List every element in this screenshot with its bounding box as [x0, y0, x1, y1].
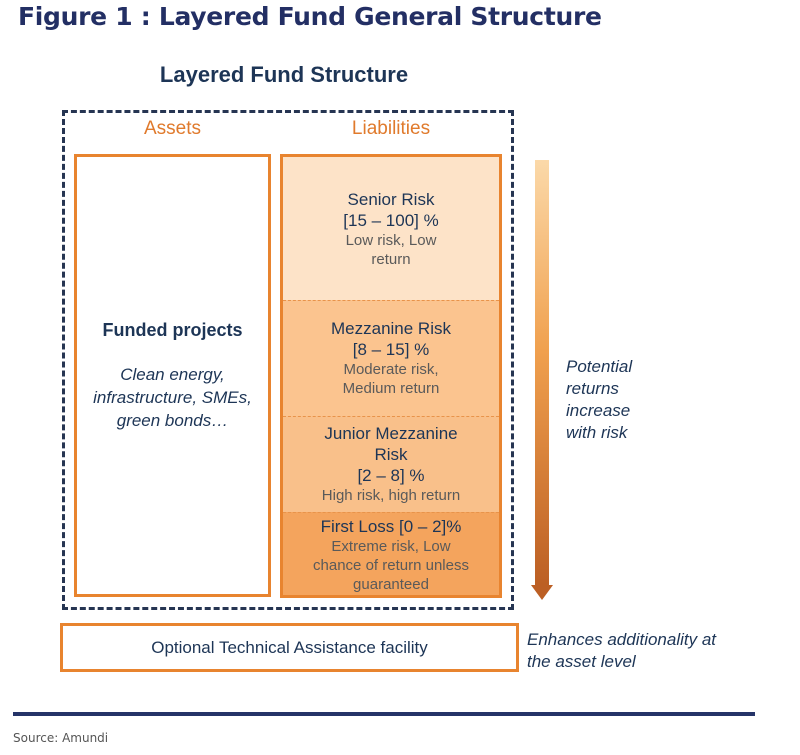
- assets-description: Clean energy,infrastructure, SMEs,green …: [93, 364, 252, 430]
- footer-rule: [13, 712, 755, 716]
- layer-name: Senior Risk: [347, 189, 435, 209]
- source-note: Source: Amundi: [13, 731, 109, 745]
- layer-range: [15 – 100] %: [343, 210, 439, 230]
- assets-box: Funded projects Clean energy,infrastruct…: [74, 154, 271, 597]
- layer-name: First Loss [0 – 2]%: [320, 517, 462, 536]
- layer-divider: [283, 512, 499, 513]
- technical-assistance-label: Optional Technical Assistance facility: [151, 637, 428, 657]
- risk-arrow-down-icon: [531, 160, 553, 600]
- layer-divider: [283, 300, 499, 301]
- layer-description: High risk, high return: [321, 487, 461, 504]
- liabilities-header: Liabilities: [351, 118, 431, 139]
- assets-header: Assets: [143, 118, 202, 139]
- layer-divider: [283, 416, 499, 417]
- layer-range: [2 – 8] %: [357, 466, 425, 485]
- layer-description: Moderate risk,Medium return: [342, 361, 440, 397]
- diagram-title: Layered Fund Structure: [159, 62, 409, 87]
- assets-title: Funded projects: [102, 319, 243, 340]
- layer-mezzanine: Mezzanine Risk [8 – 15] % Moderate risk,…: [283, 300, 499, 416]
- layer-range: [8 – 15] %: [352, 340, 430, 359]
- figure-title: Figure 1 : Layered Fund General Structur…: [18, 2, 602, 31]
- technical-assistance-box: Optional Technical Assistance facility: [60, 623, 519, 672]
- layer-name: Mezzanine Risk: [331, 319, 451, 338]
- fund-structure-frame: [62, 110, 514, 610]
